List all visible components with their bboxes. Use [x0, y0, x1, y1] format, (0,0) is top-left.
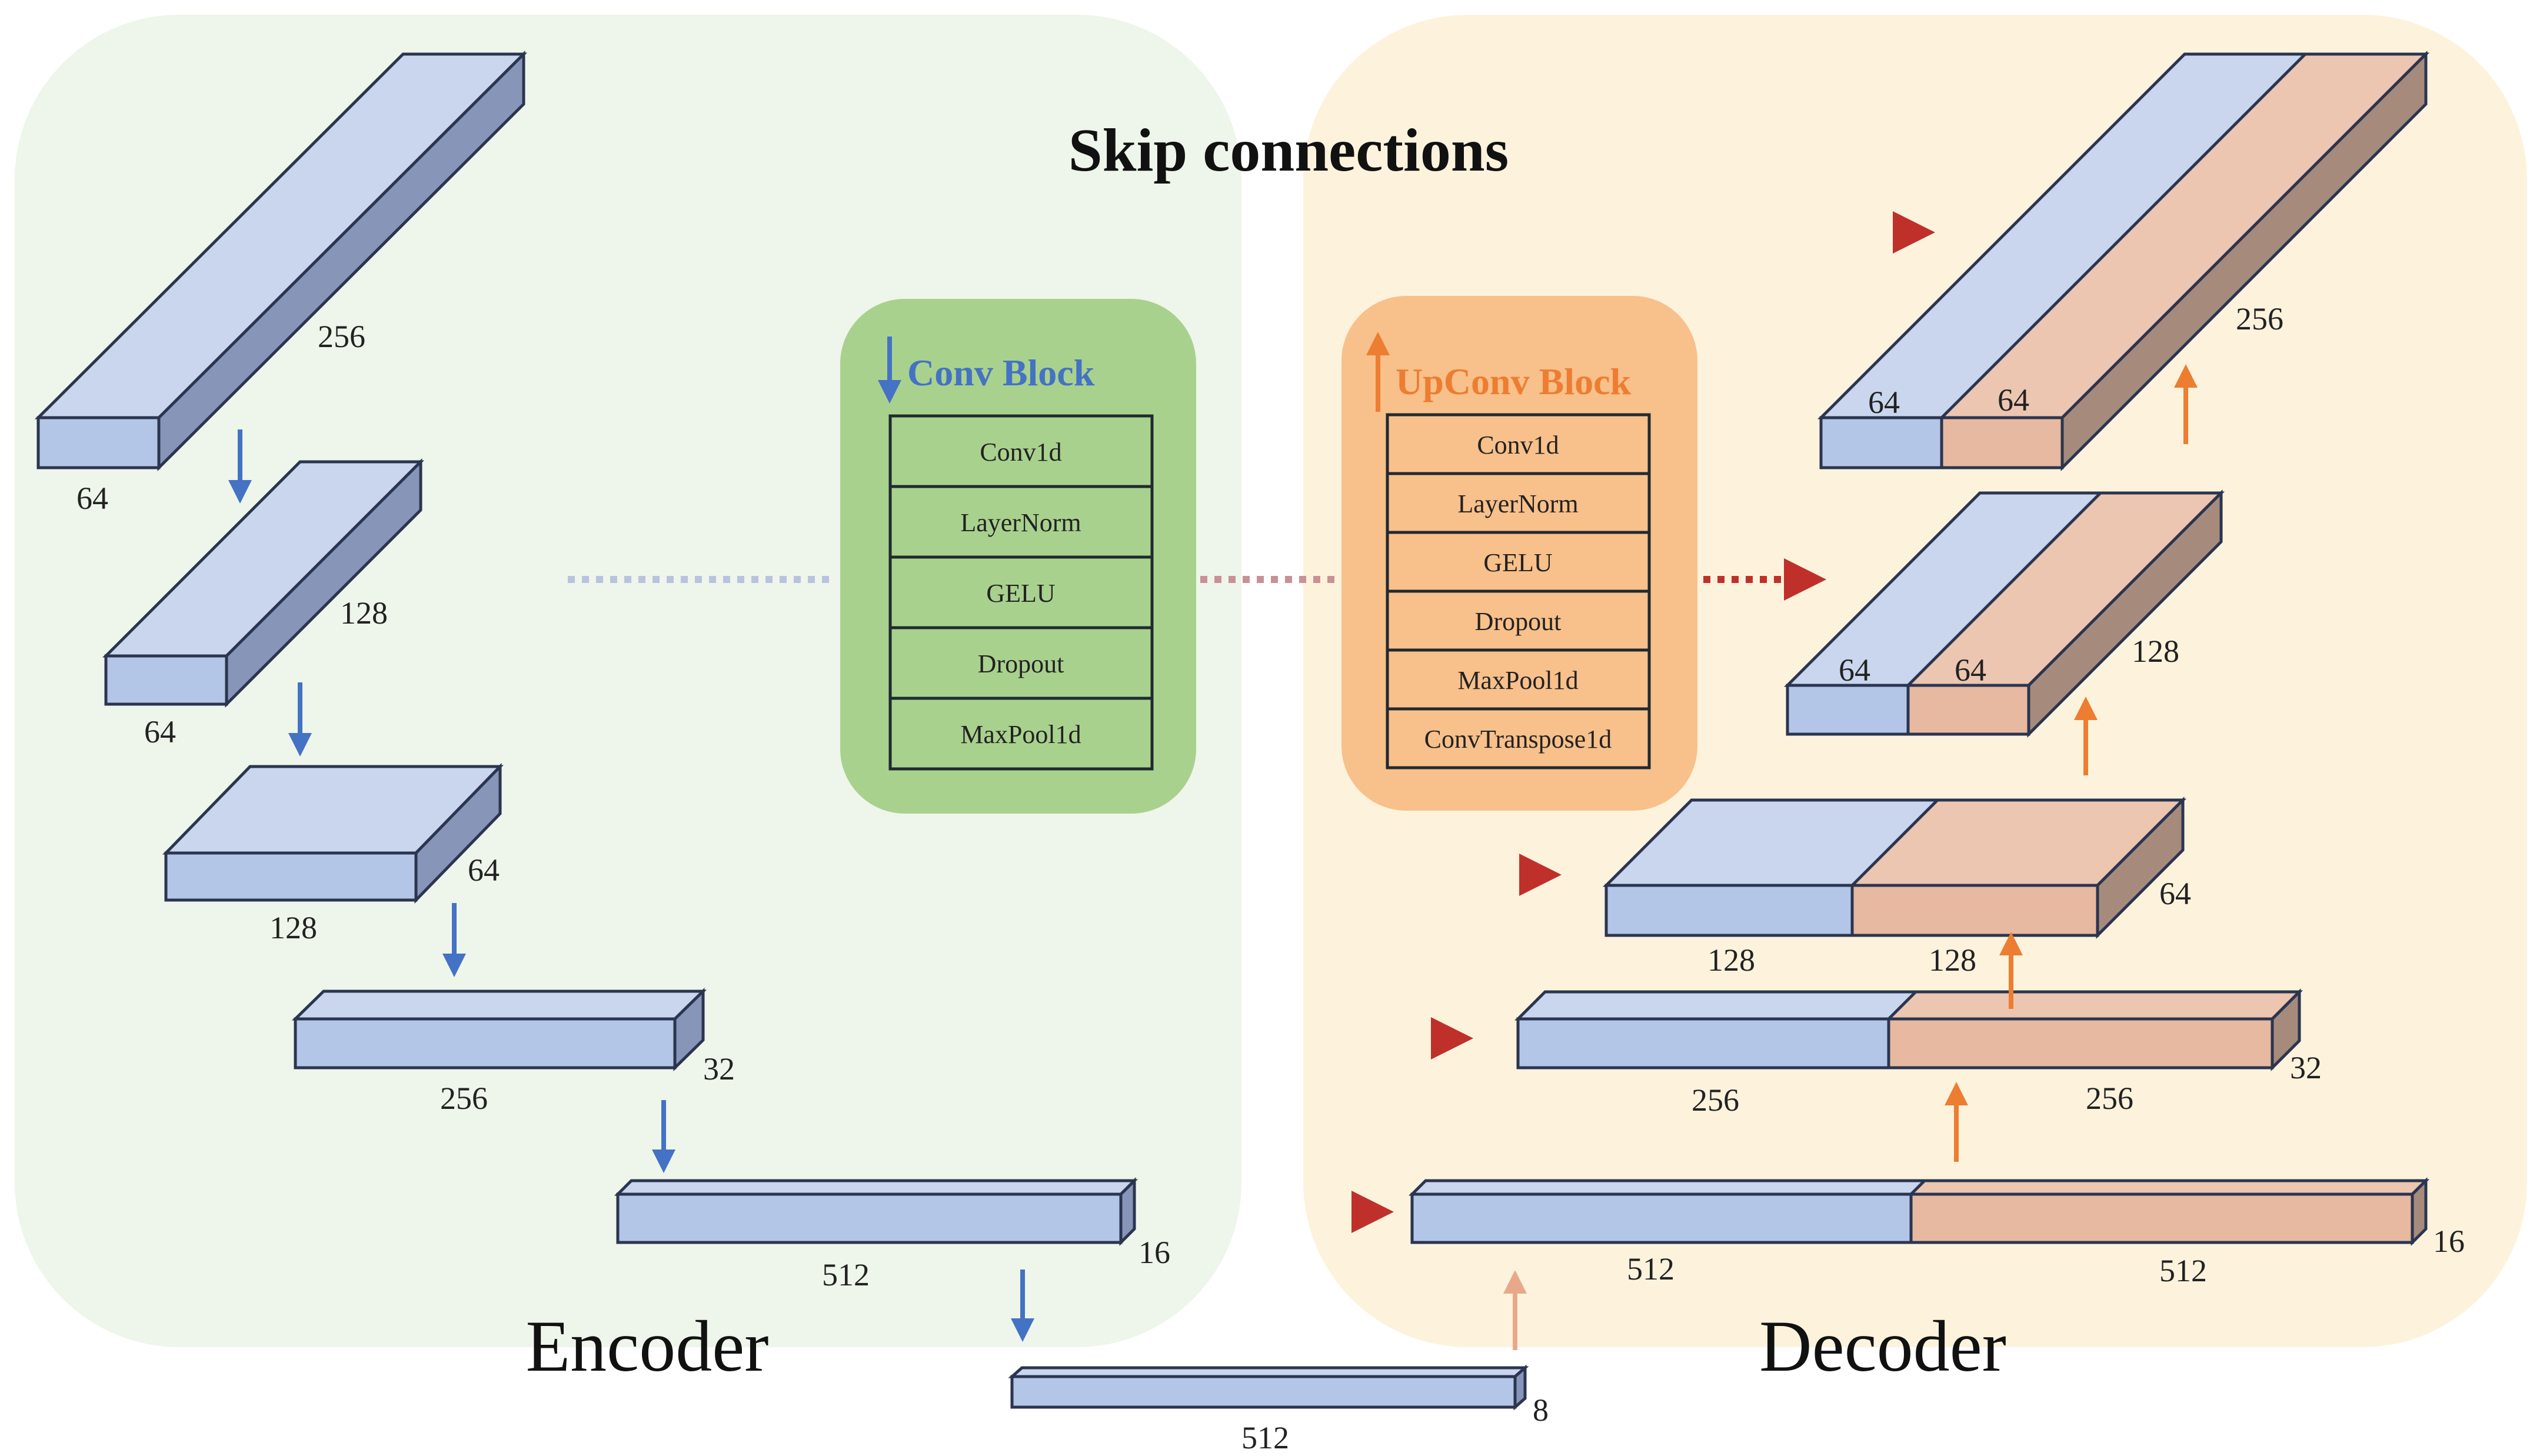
dec5-length: 16 — [2433, 1224, 2465, 1259]
dec2-enc-channels: 64 — [1839, 652, 1870, 688]
bottleneck-block — [1008, 1364, 1529, 1411]
decoder-block-2 — [1783, 489, 2225, 738]
conv-layer-5: MaxPool1d — [960, 720, 1081, 749]
encoder-block-1 — [34, 50, 528, 472]
bottleneck-channels: 512 — [1241, 1420, 1289, 1455]
enc3-length: 64 — [468, 852, 500, 888]
encoder-block-2 — [102, 458, 425, 708]
conv-block-legend: Conv Block Conv1d LayerNorm GELU Dropout… — [840, 299, 1196, 814]
enc2-length: 128 — [340, 595, 388, 631]
skip-connections — [447, 211, 1935, 1233]
decoder-up-arrows — [1503, 364, 2198, 1350]
encoder-labels: 256 64 128 64 64 128 32 256 16 512 8 512 — [76, 319, 1549, 1455]
dec4-length: 32 — [2290, 1050, 2322, 1085]
upconv-layer-6: ConvTranspose1d — [1424, 725, 1612, 754]
dec2-dec-channels: 64 — [1955, 652, 1986, 688]
enc4-channels: 256 — [440, 1081, 488, 1116]
decoder-labels: 64 64 256 64 64 128 64 128 128 32 256 25… — [1627, 301, 2465, 1288]
conv-block-title: Conv Block — [907, 352, 1095, 394]
enc5-length: 16 — [1138, 1235, 1170, 1270]
diagram-title: Skip connections — [1068, 116, 1509, 184]
upconv-layer-1: Conv1d — [1477, 431, 1559, 459]
dec3-dec-channels: 128 — [1929, 942, 1976, 978]
dec3-enc-channels: 128 — [1707, 942, 1755, 978]
dec1-enc-channels: 64 — [1868, 385, 1900, 420]
upconv-layer-4: Dropout — [1475, 607, 1562, 636]
decoder-block-4 — [1514, 988, 2303, 1072]
enc3-channels: 128 — [269, 910, 317, 945]
conv-layer-2: LayerNorm — [960, 508, 1081, 537]
decoder-block-1 — [1817, 50, 2430, 472]
upconv-block-title: UpConv Block — [1396, 361, 1632, 402]
upconv-block-legend: UpConv Block Conv1d LayerNorm GELU Dropo… — [1341, 296, 1697, 811]
dec1-dec-channels: 64 — [1998, 382, 2029, 418]
upconv-layer-2: LayerNorm — [1457, 489, 1578, 518]
decoder-block-5 — [1408, 1177, 2430, 1247]
encoder-block-3 — [162, 762, 504, 904]
bottleneck-length: 8 — [1533, 1392, 1549, 1428]
dec5-dec-channels: 512 — [2159, 1253, 2207, 1288]
decoder-block-3 — [1602, 796, 2187, 939]
upconv-layer-5: MaxPool1d — [1457, 666, 1578, 695]
dec1-length: 256 — [2236, 301, 2283, 336]
encoder-down-arrows — [228, 429, 1034, 1342]
dec2-length: 128 — [2132, 634, 2179, 669]
encoder-label: Encoder — [525, 1306, 768, 1387]
enc1-length: 256 — [318, 319, 365, 354]
encoder-block-5 — [614, 1177, 1138, 1247]
encoder-block-4 — [291, 988, 707, 1071]
dec4-dec-channels: 256 — [2086, 1081, 2133, 1116]
conv-layer-1: Conv1d — [980, 438, 1061, 467]
conv-layer-3: GELU — [986, 579, 1055, 608]
enc4-length: 32 — [703, 1051, 735, 1087]
decoder-label: Decoder — [1759, 1306, 2006, 1387]
enc2-channels: 64 — [144, 714, 176, 749]
conv-layer-4: Dropout — [978, 649, 1064, 678]
dec3-length: 64 — [2159, 876, 2191, 911]
enc1-channels: 64 — [76, 481, 108, 516]
dec5-enc-channels: 512 — [1627, 1251, 1675, 1287]
upconv-layer-3: GELU — [1483, 548, 1552, 577]
enc5-channels: 512 — [822, 1257, 870, 1292]
dec4-enc-channels: 256 — [1692, 1082, 1739, 1118]
